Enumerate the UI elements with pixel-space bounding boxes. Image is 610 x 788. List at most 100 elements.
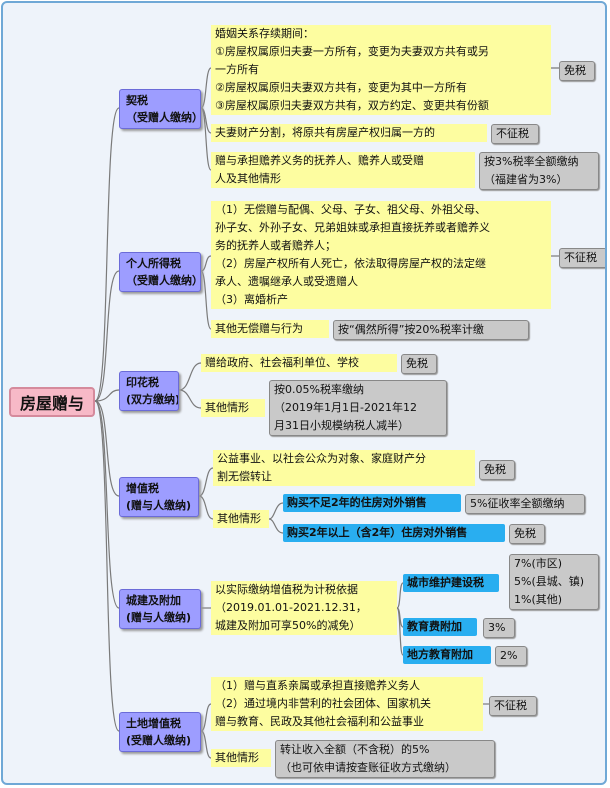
condition-vat-other: 其他情形 (213, 510, 269, 528)
result-text: 3% (488, 621, 506, 634)
result-text: 5%(县城、镇) (514, 575, 585, 588)
result-text: 5%征收率全额缴纳 (470, 497, 565, 510)
condition-line: ①房屋权属原归夫妻一方所有，变更为夫妻双方共有或另 (215, 45, 489, 58)
result-income-other: 按“偶然所得”按20%税率计缴 (333, 320, 529, 340)
category-title: 印花税 (126, 376, 159, 389)
condition-line: （1）赠与直系亲属或承担直接赡养义务人 (215, 679, 420, 692)
condition-line: 婚姻关系存续期间： (215, 27, 314, 40)
result-land-exempt: 不征税 (489, 696, 537, 716)
condition-line: 其他无偿赠与行为 (215, 322, 303, 335)
connector-lines (94, 67, 559, 759)
condition-divorce: 夫妻财产分割，将原共有房屋产权归属一方的 (211, 124, 487, 142)
sub-label: 购买不足2年的住房对外销售 (287, 496, 427, 509)
sub-label: 城市维护建设税 (407, 576, 484, 589)
result-vat-over2: 免税 (509, 524, 545, 544)
root-label: 房屋赠与 (19, 394, 84, 413)
sub-urban-local-education: 地方教育附加 (403, 646, 491, 664)
result-urban-local-education: 2% (495, 646, 527, 666)
result-text: 免税 (406, 357, 428, 370)
result-text: 免税 (514, 527, 536, 540)
result-text: 不征税 (496, 127, 529, 140)
sub-label: 地方教育附加 (407, 648, 473, 661)
category-income-tax: 个人所得税 （受赠人缴纳） (119, 252, 201, 292)
condition-land-other: 其他情形 (211, 749, 271, 767)
result-text: 月31日小规模纳税人减半） (274, 419, 409, 432)
condition-line: （3）离婚析产 (215, 293, 288, 306)
result-text: 不征税 (494, 699, 527, 712)
result-text: 免税 (484, 463, 506, 476)
condition-line: （2019.01.01-2021.12.31， (215, 601, 367, 614)
condition-vat-public: 公益事业、以社会公众为对象、家庭财产分 割无偿转让 (213, 450, 475, 486)
category-stamp-tax: 印花税 (双方缴纳) (119, 371, 179, 411)
result-text: 不征税 (564, 251, 597, 264)
category-title: 增值税 (126, 482, 159, 495)
sub-label: 教育费附加 (407, 620, 462, 633)
result-stamp-other: 按0.05%税率缴纳 （2019年1月1日-2021年12 月31日小规模纳税人… (269, 380, 447, 436)
result-income-exempt: 不征税 (559, 248, 605, 268)
condition-line: 一方所有 (215, 63, 259, 76)
category-payer: (受赠人缴纳) (126, 734, 192, 747)
category-payer: (赠与人缴纳) (126, 611, 192, 624)
category-title: 个人所得税 (126, 257, 181, 270)
condition-line: 夫妻财产分割，将原共有房屋产权归属一方的 (215, 126, 435, 139)
condition-line: 其他情形 (217, 512, 261, 525)
result-vat-public: 免税 (479, 460, 515, 480)
result-vat-under2: 5%征收率全额缴纳 (465, 494, 585, 514)
condition-income-other: 其他无偿赠与行为 (211, 320, 329, 338)
condition-line: 其他情形 (205, 401, 249, 414)
result-text: 7%(市区) (514, 557, 563, 570)
condition-line: 赠给政府、社会福利单位、学校 (205, 356, 359, 369)
result-support: 按3%税率全额缴纳 （福建省为3%） (479, 152, 599, 190)
condition-line: （2）房屋产权所有人死亡，依法取得房屋产权的法定继 (215, 257, 486, 270)
category-urban-tax: 城建及附加 (赠与人缴纳) (119, 589, 201, 629)
result-urban-maintenance: 7%(市区) 5%(县城、镇) 1%(其他) (509, 554, 599, 610)
result-text: 2% (500, 649, 518, 662)
category-payer: (双方缴纳) (126, 393, 179, 406)
result-text: （也可依申请按查账征收方式缴纳） (280, 761, 456, 774)
condition-stamp-other: 其他情形 (201, 399, 265, 417)
condition-line: （1）无偿赠与配偶、父母、子女、祖父母、外祖父母、 (215, 203, 486, 216)
result-divorce: 不征税 (491, 124, 539, 144)
sub-vat-over2: 购买2年以上（含2年）住房对外销售 (283, 524, 505, 542)
category-payer: （受赠人缴纳） (126, 111, 201, 124)
condition-line: 人及其他情形 (215, 172, 281, 185)
category-title: 契税 (126, 94, 148, 107)
category-title: 城建及附加 (126, 594, 181, 607)
result-marriage: 免税 (559, 61, 595, 81)
condition-land-exempt: （1）赠与直系亲属或承担直接赡养义务人 （2）通过境内非营利的社会团体、国家机关… (211, 677, 483, 731)
result-text: 按3%税率全额缴纳 (484, 155, 579, 168)
sub-urban-maintenance: 城市维护建设税 (403, 574, 499, 592)
condition-marriage: 婚姻关系存续期间： ①房屋权属原归夫妻一方所有，变更为夫妻双方共有或另 一方所有… (211, 25, 551, 115)
result-text: 按0.05%税率缴纳 (274, 383, 364, 396)
condition-line: ③房屋权属原归夫妻双方共有，双方约定、变更共有份额 (215, 99, 489, 112)
condition-line: 赠与承担赡养义务的抚养人、赡养人或受赠 (215, 154, 424, 167)
condition-line: 公益事业、以社会公众为对象、家庭财产分 (217, 452, 426, 465)
condition-support: 赠与承担赡养义务的抚养人、赡养人或受赠 人及其他情形 (211, 152, 475, 188)
condition-line: （2）通过境内非营利的社会团体、国家机关 (215, 697, 431, 710)
condition-line: 城建及附加可享50%的减免） (215, 619, 361, 632)
root-node: 房屋赠与 (9, 387, 95, 417)
condition-stamp-gov: 赠给政府、社会福利单位、学校 (201, 354, 397, 372)
result-text: （福建省为3%） (484, 173, 568, 186)
condition-urban-basis: 以实际缴纳增值税为计税依据 （2019.01.01-2021.12.31， 城建… (211, 581, 397, 635)
condition-line: 承人、遗嘱继承人或受遗赠人 (215, 275, 358, 288)
category-contract-tax: 契税 （受赠人缴纳） (119, 89, 201, 129)
category-land-vat: 土地增值税 (受赠人缴纳) (119, 712, 201, 752)
condition-line: ②房屋权属原归夫妻双方共有，变更为其中一方所有 (215, 81, 467, 94)
category-vat: 增值税 (赠与人缴纳) (119, 477, 199, 517)
sub-urban-education: 教育费附加 (403, 618, 477, 636)
condition-line: 以实际缴纳增值税为计税依据 (215, 583, 358, 596)
condition-line: 赠与教育、民政及其他社会福利和公益事业 (215, 715, 424, 728)
condition-line: 孙子女、外孙子女、兄弟姐妹或承担直接抚养或者赡养义 (215, 221, 490, 234)
condition-line: 务的抚养人或者赡养人； (215, 239, 336, 252)
result-text: 按“偶然所得”按20%税率计缴 (338, 323, 484, 336)
condition-line: 其他情形 (215, 751, 259, 764)
result-urban-education: 3% (483, 618, 515, 638)
sub-vat-under2: 购买不足2年的住房对外销售 (283, 494, 461, 512)
result-text: 1%(其他) (514, 593, 563, 606)
condition-line: 割无偿转让 (217, 470, 272, 483)
result-text: 转让收入全额（不含税）的5% (280, 743, 430, 756)
result-land-other: 转让收入全额（不含税）的5% （也可依申请按查账征收方式缴纳） (275, 740, 495, 778)
result-text: 免税 (564, 64, 586, 77)
